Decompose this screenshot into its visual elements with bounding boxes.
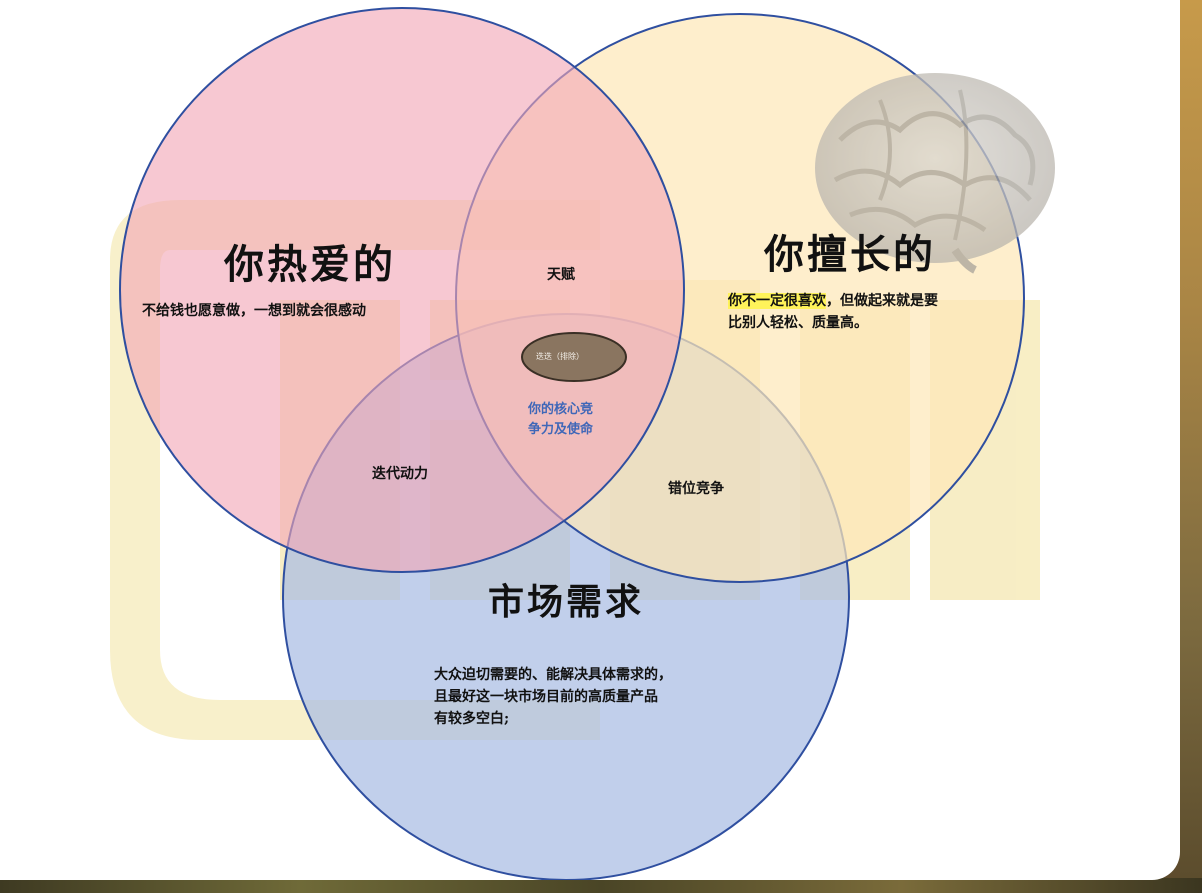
center-label-line2: 争力及使命 — [528, 422, 594, 437]
brain-icon — [815, 73, 1055, 274]
overlap-love-skill: 天赋 — [547, 267, 575, 283]
description-skill-highlight: 你不一定很喜欢 — [728, 293, 826, 309]
title-skill: 你擅长的 — [764, 231, 936, 278]
center-label: 你的核心竞 争力及使命 — [528, 400, 593, 440]
center-label-line1: 你的核心竞 — [528, 402, 594, 417]
overlap-skill-market: 错位竞争 — [668, 481, 724, 497]
slide: 你热爱的 你擅长的 市场需求 不给钱也愿意做，一想到就会很感动 你不一定很喜欢，… — [0, 0, 1180, 880]
title-love: 你热爱的 — [224, 241, 396, 288]
description-love: 不给钱也愿意做，一想到就会很感动 — [142, 303, 366, 319]
description-market: 大众迫切需要的、能解决具体需求的， 且最好这一块市场目前的高质量产品 有较多空白… — [434, 664, 672, 730]
venn-diagram — [110, 7, 1055, 880]
description-skill-rest: ，但做起来就是要 — [826, 293, 938, 309]
overlap-love-market: 迭代动力 — [372, 466, 428, 482]
background-right-strip — [1180, 0, 1202, 893]
center-pill — [521, 332, 627, 382]
description-market-line1: 大众迫切需要的、能解决具体需求的， — [434, 667, 672, 683]
description-skill: 你不一定很喜欢，但做起来就是要 比别人轻松、质量高。 — [728, 290, 938, 334]
circle-love — [119, 7, 685, 573]
description-skill-line2: 比别人轻松、质量高。 — [728, 315, 868, 331]
background-bottom-strip — [0, 878, 1202, 893]
description-market-line2: 且最好这一块市场目前的高质量产品 — [434, 689, 658, 705]
title-market: 市场需求 — [488, 581, 645, 623]
center-pill-label: 迭迭（排除） — [536, 352, 584, 361]
description-market-line3: 有较多空白; — [434, 711, 510, 727]
